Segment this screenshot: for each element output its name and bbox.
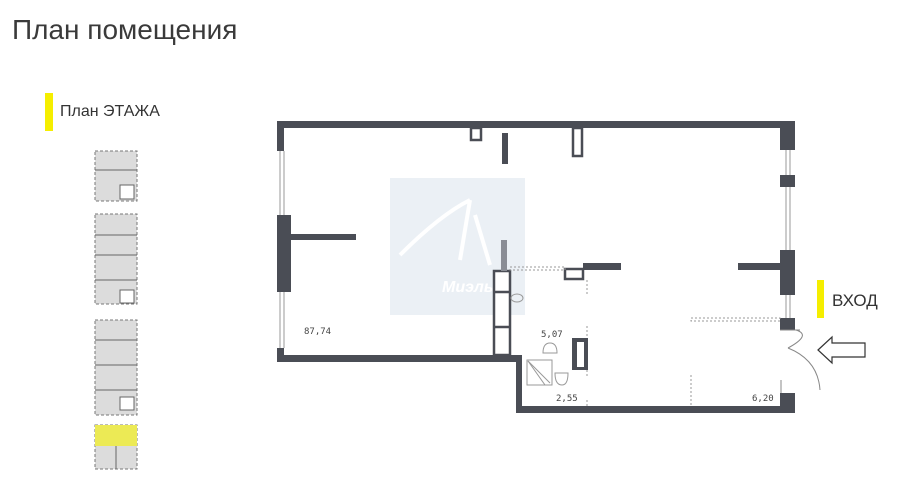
toilet-icon: [510, 293, 524, 303]
entrance-marker: [817, 280, 824, 318]
area-label-wc: 5,07: [541, 330, 563, 340]
shower-icon: [526, 359, 553, 386]
area-label-shower: 2,55: [556, 394, 578, 404]
washbasin-icon: [554, 372, 569, 386]
entrance-label: ВХОД: [832, 291, 878, 310]
entrance-door: [780, 329, 821, 393]
floor-plan-legend: План ЭТАЖА: [45, 93, 160, 131]
selected-unit-highlight[interactable]: [95, 425, 137, 446]
area-label-main: 87,74: [304, 327, 331, 337]
entrance-arrow-icon: [817, 335, 866, 365]
area-label-hall: 6,20: [752, 394, 774, 404]
highlight-marker: [45, 93, 53, 131]
svg-text:Миэль: Миэль: [442, 279, 493, 296]
sink-icon: [542, 342, 558, 354]
fixtures: [510, 293, 569, 386]
floor-thumbnail[interactable]: [94, 150, 138, 470]
page-title: План помещения: [12, 14, 238, 45]
floor-plan-label: План ЭТАЖА: [60, 103, 160, 120]
